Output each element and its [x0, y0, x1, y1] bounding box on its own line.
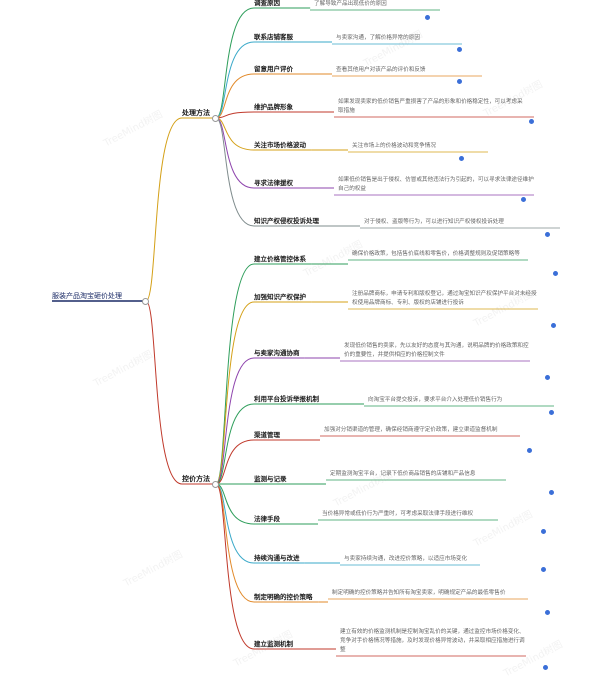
leaf-topic[interactable]: 联系店铺客服 — [254, 33, 293, 41]
expand-plus-icon[interactable] — [544, 231, 551, 238]
leaf-description: 制定明确的控价策略并告知所有淘宝卖家，明确规定产品的最低零售价 — [332, 590, 506, 596]
leaf-topic[interactable]: 持续沟通与改进 — [254, 554, 300, 562]
leaf-topic[interactable]: 利用平台投诉举报机制 — [254, 395, 319, 403]
leaf-description: 加强对分销渠道的管理，确保经销商遵守定价政策，建立渠道监督机制 — [324, 427, 498, 433]
leaf-description: 确保价格政策，包括售价底线和零售价，价格调整规则及促销策略等 — [352, 251, 520, 257]
expand-plus-icon[interactable] — [544, 374, 551, 381]
leaf-description: 如果发现卖家的低价销售严重损害了产品的形象和价格稳定性，可以考虑采取措施 — [338, 99, 523, 114]
leaf-topic[interactable]: 寻求法律援权 — [254, 179, 293, 187]
leaf-topic[interactable]: 留意用户评价 — [254, 65, 293, 73]
root-topic[interactable]: 服装产品淘宝砸价处理 — [52, 292, 122, 300]
leaf-topic[interactable]: 调查原因 — [254, 0, 280, 7]
leaf-description: 如果低价销售是出于侵权、仿冒或其他违法行为引起的，可以寻求法律途径维护自己的权益 — [338, 177, 534, 192]
leaf-description: 与卖家沟通，了解价格异常的原因 — [336, 35, 420, 41]
leaf-topic[interactable]: 制定明确的控价策略 — [254, 593, 313, 601]
expand-plus-icon[interactable] — [542, 664, 549, 671]
branch-collapse-toggle[interactable] — [212, 480, 219, 488]
leaf-topic[interactable]: 维护品牌形象 — [254, 103, 293, 111]
leaf-description: 定期监测淘宝平台，记录下低价商品销售的店铺和产品信息 — [330, 471, 476, 477]
leaf-description: 注册品牌商标，申请专利和版权登记，通过淘宝知识产权保护平台对未经授权使用品牌商标… — [352, 291, 537, 306]
expand-plus-icon[interactable] — [540, 566, 547, 573]
leaf-description: 了解导致产品出现低价的原因 — [314, 1, 387, 7]
expand-plus-icon[interactable] — [548, 409, 555, 416]
expand-plus-icon[interactable] — [552, 270, 559, 277]
leaf-topic[interactable]: 法律手段 — [254, 515, 280, 523]
expand-plus-icon[interactable] — [456, 46, 463, 53]
leaf-topic[interactable]: 知识产权侵权投诉处理 — [254, 217, 319, 225]
expand-plus-icon[interactable] — [544, 609, 551, 616]
leaf-topic[interactable]: 关注市场价格波动 — [254, 141, 306, 149]
expand-plus-icon[interactable] — [456, 78, 463, 85]
leaf-description: 建立有效的价格监测机制是控制淘宝乱价的关键，通过监控市场价格变化、竞争对手价格情… — [340, 629, 525, 653]
leaf-topic[interactable]: 建立监测机制 — [254, 640, 293, 648]
expand-plus-icon[interactable] — [526, 447, 533, 454]
leaf-description: 与卖家持续沟通，改进控价策略，以适应市场变化 — [344, 556, 468, 562]
root-collapse-toggle[interactable] — [142, 297, 149, 305]
leaf-description: 关注市场上的价格波动和竞争情况 — [352, 143, 436, 149]
leaf-description: 发现低价销售的卖家，先以友好的态度与其沟通，说明品牌的价格政策和控价的重要性，并… — [344, 343, 529, 358]
leaf-topic[interactable]: 与卖家沟通协商 — [254, 349, 300, 357]
expand-plus-icon[interactable] — [550, 322, 557, 329]
branch-topic[interactable]: 处理方法 — [182, 109, 210, 117]
leaf-description: 向淘宝平台提交投诉，要求平台介入处理低价销售行为 — [368, 397, 503, 403]
leaf-topic[interactable]: 加强知识产权保护 — [254, 293, 306, 301]
expand-plus-icon[interactable] — [528, 118, 535, 125]
leaf-topic[interactable]: 监测与记录 — [254, 475, 287, 483]
leaf-description: 当价格异常或低价行为严重时，可考虑采取法律手段进行维权 — [322, 511, 474, 517]
leaf-description: 对于侵权、盗版等行为，可以进行知识产权侵权投诉处理 — [364, 219, 504, 225]
leaf-description: 查看其他用户对该产品的评价和反馈 — [336, 67, 426, 73]
expand-plus-icon[interactable] — [520, 196, 527, 203]
leaf-topic[interactable]: 渠道管理 — [254, 431, 280, 439]
expand-plus-icon[interactable] — [458, 155, 465, 162]
expand-plus-icon[interactable] — [424, 14, 431, 21]
leaf-topic[interactable]: 建立价格管控体系 — [254, 255, 306, 263]
branch-collapse-toggle[interactable] — [212, 114, 219, 122]
branch-topic[interactable]: 控价方法 — [182, 475, 210, 483]
expand-plus-icon[interactable] — [540, 528, 547, 535]
expand-plus-icon[interactable] — [548, 489, 555, 496]
